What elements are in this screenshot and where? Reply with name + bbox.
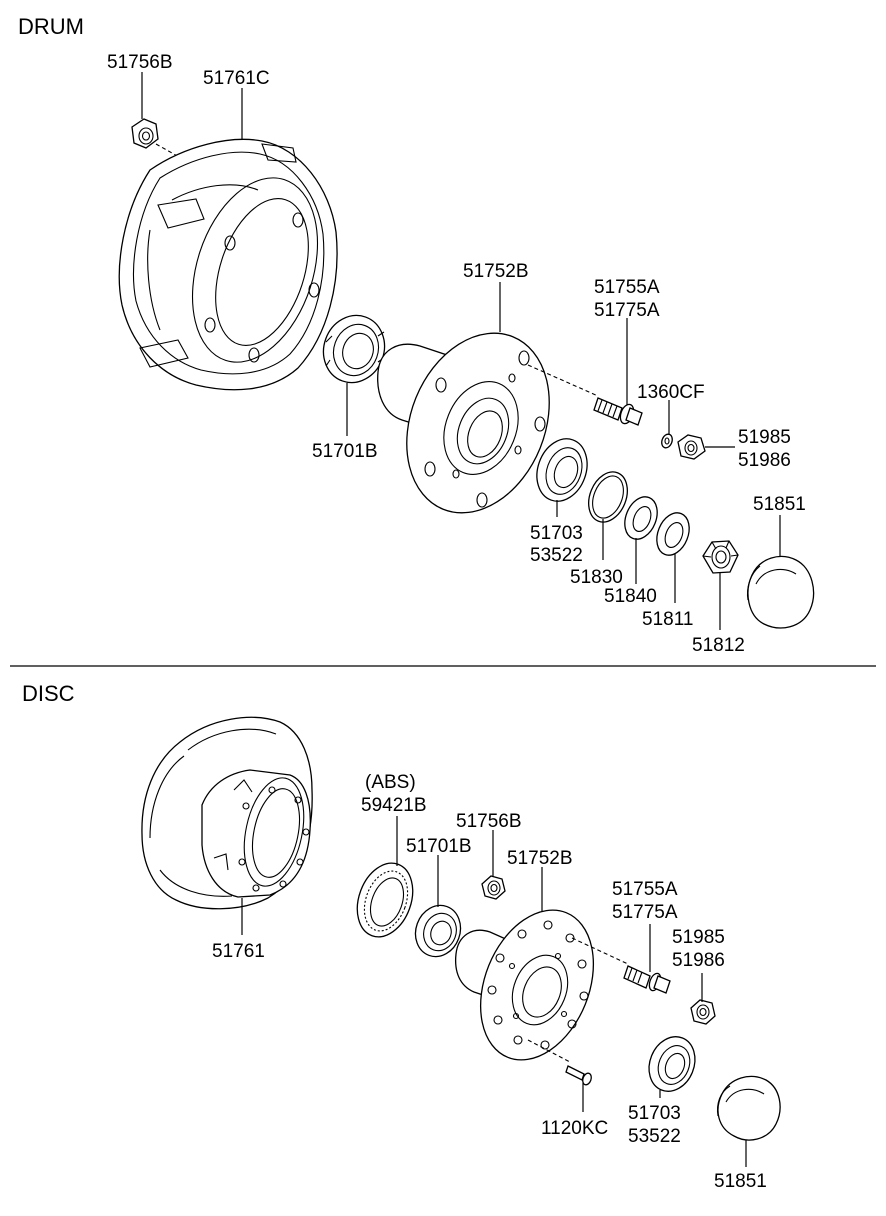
label-abs: (ABS) (365, 772, 416, 793)
outer-bearing-part-51703-drum[interactable] (529, 432, 596, 509)
snap-ring-part-51830[interactable] (582, 466, 635, 528)
hub-cap-part-51851-drum[interactable] (746, 555, 815, 629)
wheel-stud-part-51755A-disc[interactable] (623, 965, 671, 994)
label-51761C: 51761C (203, 68, 270, 89)
label-51985-disc: 51985 (672, 927, 725, 948)
section-title-disc: DISC (22, 681, 75, 706)
spacer-part-51840[interactable] (619, 492, 663, 544)
label-51775A-disc: 51775A (612, 902, 678, 923)
label-51985-drum: 51985 (738, 427, 791, 448)
label-51756B-drum: 51756B (107, 52, 173, 73)
label-51756B-disc: 51756B (456, 811, 522, 832)
screw-part-1120KC[interactable] (527, 1039, 593, 1086)
label-51703-disc: 51703 (628, 1103, 681, 1124)
label-51752B-drum: 51752B (463, 261, 529, 282)
castle-nut-part-51812[interactable] (702, 540, 739, 574)
label-51775A-drum: 51775A (594, 300, 660, 321)
leader-dash-stud-drum (527, 364, 599, 397)
label-51830: 51830 (570, 567, 623, 588)
wheel-stud-part-51755A-drum[interactable] (593, 397, 643, 426)
washer-part-1360CF[interactable] (660, 433, 674, 450)
label-51851-drum: 51851 (753, 494, 806, 515)
outer-bearing-part-51703-disc[interactable] (641, 1030, 703, 1098)
label-59421B: 59421B (361, 795, 427, 816)
section-title-drum: DRUM (18, 14, 84, 39)
label-51701B-drum: 51701B (312, 441, 378, 462)
label-1360CF: 1360CF (637, 382, 705, 403)
label-51986-disc: 51986 (672, 950, 725, 971)
hub-nut-part-51985-drum[interactable] (677, 434, 706, 460)
label-51811: 51811 (642, 609, 693, 630)
leader-dash-stud-disc (571, 937, 629, 965)
label-51755A-disc: 51755A (612, 879, 678, 900)
label-51703-drum: 51703 (530, 523, 583, 544)
label-51840: 51840 (604, 586, 657, 607)
nut-part-51756B-disc[interactable] (481, 875, 506, 900)
label-51986-drum: 51986 (738, 450, 791, 471)
label-53522-disc: 53522 (628, 1126, 681, 1147)
nut-part-51756B-drum[interactable] (131, 118, 159, 149)
abs-tone-ring-part-59421B[interactable] (348, 855, 423, 944)
label-51701B-disc: 51701B (406, 836, 472, 857)
hub-cap-part-51851-disc[interactable] (716, 1075, 781, 1141)
inner-bearing-part-51701B-disc[interactable] (408, 899, 467, 963)
brake-drum-part-51761C[interactable] (118, 138, 339, 391)
lock-washer-part-51811[interactable] (651, 508, 695, 560)
brake-disc-part-51761[interactable] (141, 716, 313, 910)
hub-nut-part-51985-disc[interactable] (690, 999, 716, 1025)
label-1120KC: 1120KC (541, 1118, 608, 1139)
wheel-hub-part-51752B-disc[interactable] (454, 893, 615, 1077)
label-51761: 51761 (212, 941, 265, 962)
label-53522-drum: 53522 (530, 545, 583, 566)
wheel-hub-part-51752B-drum[interactable] (377, 312, 575, 535)
label-51752B-disc: 51752B (507, 848, 573, 869)
label-51851-disc: 51851 (714, 1171, 767, 1192)
label-51755A-drum: 51755A (594, 277, 660, 298)
label-51812: 51812 (692, 635, 745, 656)
